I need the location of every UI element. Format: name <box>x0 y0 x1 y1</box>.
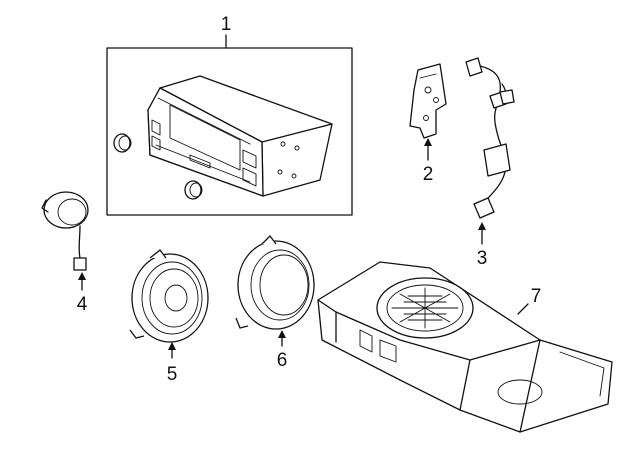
radio-receiver <box>106 34 353 216</box>
callout-1: 1 <box>221 14 232 35</box>
wiring-harness <box>465 57 515 245</box>
callout-6: 6 <box>277 350 288 371</box>
subwoofer-enclosure <box>317 261 613 433</box>
callout-4: 4 <box>77 294 88 315</box>
front-speaker <box>129 249 209 359</box>
speaker-adapter-ring <box>235 235 315 347</box>
callout-2: 2 <box>423 164 434 185</box>
callout-arrows <box>78 138 486 350</box>
receiver-callout-box <box>106 47 353 216</box>
callout-7: 7 <box>531 286 542 307</box>
callout-3: 3 <box>477 248 488 269</box>
tweeter-speaker <box>41 191 89 291</box>
callout-5: 5 <box>167 364 178 385</box>
mounting-bracket <box>409 63 447 161</box>
